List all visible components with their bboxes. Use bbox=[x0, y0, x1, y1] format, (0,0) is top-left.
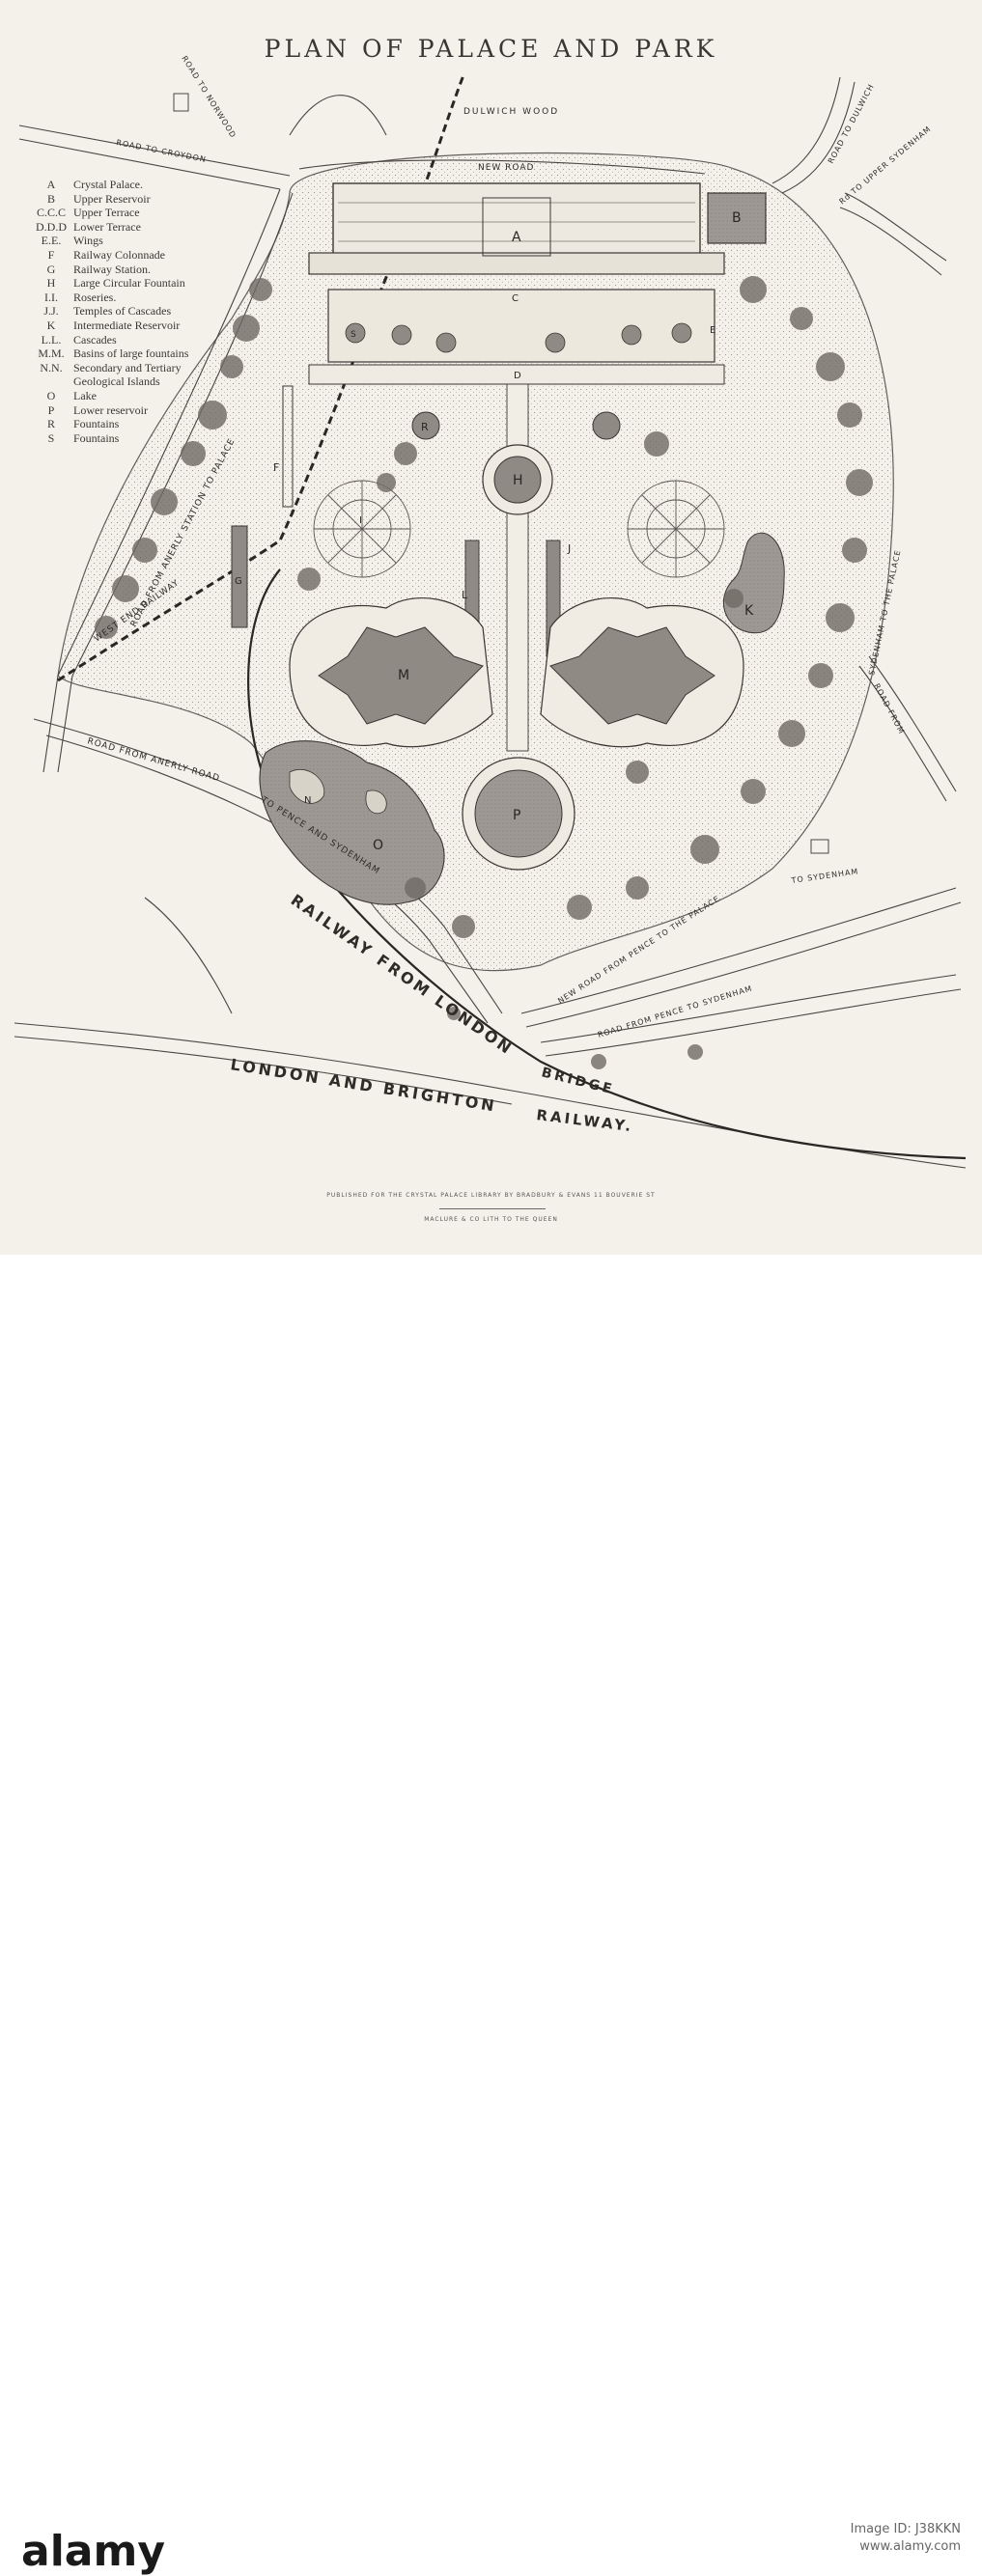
label-R: R bbox=[421, 421, 429, 433]
roads bbox=[14, 76, 967, 1169]
site-url-text: www.alamy.com bbox=[859, 2539, 961, 2554]
label-E: E bbox=[710, 325, 715, 336]
road-from-label: ROAD FROM bbox=[872, 682, 906, 736]
label-F: F bbox=[273, 461, 279, 474]
label-K: K bbox=[744, 603, 754, 619]
label-A: A bbox=[512, 230, 521, 245]
fountain-basin-M-left bbox=[318, 626, 484, 725]
norwood-building bbox=[173, 93, 189, 112]
label-I: I bbox=[359, 515, 362, 526]
upper-terrace bbox=[327, 289, 715, 363]
label-B: B bbox=[732, 210, 742, 226]
road-anerly-road-label: ROAD FROM ANERLY ROAD bbox=[86, 736, 221, 784]
intermediate-reservoir-K bbox=[722, 532, 785, 634]
sydenham-building bbox=[810, 839, 829, 854]
label-N: N bbox=[304, 795, 311, 806]
label-O: O bbox=[373, 838, 383, 853]
label-G: G bbox=[235, 576, 242, 587]
map-title: PLAN OF PALACE AND PARK bbox=[264, 35, 718, 63]
fountain-R-right bbox=[592, 411, 621, 440]
lower-reservoir-P bbox=[474, 769, 563, 858]
label-J: J bbox=[567, 542, 571, 555]
image-id-block: Image ID: J38KKN www.alamy.com bbox=[851, 2521, 961, 2556]
tree-clusters bbox=[95, 276, 873, 1069]
label-C: C bbox=[512, 293, 519, 304]
legend-row: L.L.Cascades bbox=[41, 332, 117, 346]
lithographer-imprint: MACLURE & CO LITH TO THE QUEEN bbox=[424, 1216, 558, 1223]
park-plan-map: A B C D E F G H I J K L M N O P R S ROAD… bbox=[14, 54, 967, 1169]
road-dulwich-label: ROAD TO DULWICH bbox=[827, 82, 876, 165]
fountain-beds bbox=[345, 322, 692, 353]
bridge-label: BRIDGE bbox=[540, 1065, 616, 1097]
label-M: M bbox=[398, 668, 409, 683]
west-end-railway-line bbox=[57, 74, 465, 682]
legend-row: E.E.Wings bbox=[41, 234, 103, 248]
railway-curve bbox=[247, 568, 967, 1160]
map-labels: A B C D E F G H I J K L M N O P R S bbox=[235, 210, 754, 853]
circular-fountain-H bbox=[493, 456, 542, 504]
stock-footer: alamy Image ID: J38KKN www.alamy.com bbox=[0, 1255, 982, 2576]
legend-row: J.J.Temples of Cascades bbox=[43, 304, 172, 319]
fountain-basin-M-right bbox=[549, 626, 715, 725]
label-S: S bbox=[351, 330, 356, 340]
publisher-imprint: PUBLISHED FOR THE CRYSTAL PALACE LIBRARY… bbox=[326, 1192, 656, 1199]
geological-islands-N bbox=[289, 768, 387, 815]
to-sydenham-label: TO SYDENHAM bbox=[790, 867, 859, 885]
fountain-R-left bbox=[411, 411, 440, 440]
image-id-text: Image ID: J38KKN bbox=[850, 2522, 961, 2536]
new-road-label: NEW ROAD bbox=[478, 163, 534, 173]
label-L: L bbox=[462, 589, 468, 601]
label-D: D bbox=[514, 371, 521, 381]
label-H: H bbox=[513, 473, 523, 488]
railway-station-G bbox=[231, 525, 248, 628]
label-P: P bbox=[513, 808, 520, 823]
upper-reservoir-B bbox=[707, 192, 767, 244]
legend-row: I.I.Roseries. bbox=[44, 290, 117, 304]
imprint-divider bbox=[439, 1208, 546, 1209]
road-upper-sydenham-label: Rd TO UPPER SYDENHAM bbox=[838, 125, 934, 207]
legend-row: Geological Islands bbox=[73, 374, 160, 389]
roseries bbox=[313, 480, 725, 578]
railway-colonnade-F bbox=[282, 385, 294, 508]
dulwich-wood-label: DULWICH WOOD bbox=[463, 107, 559, 117]
alamy-logo: alamy bbox=[21, 2527, 165, 2576]
central-walk bbox=[506, 383, 529, 752]
map-sheet: A B C D E F G H I J K L M N O P R S ROAD… bbox=[0, 0, 982, 1255]
legend-row: M.M.Basins of large fountains bbox=[38, 346, 189, 361]
london-brighton-label: LONDON AND BRIGHTON bbox=[229, 1055, 498, 1115]
crystal-palace-building bbox=[308, 182, 725, 275]
legend-row: N.N.Secondary and Tertiary bbox=[40, 360, 182, 374]
